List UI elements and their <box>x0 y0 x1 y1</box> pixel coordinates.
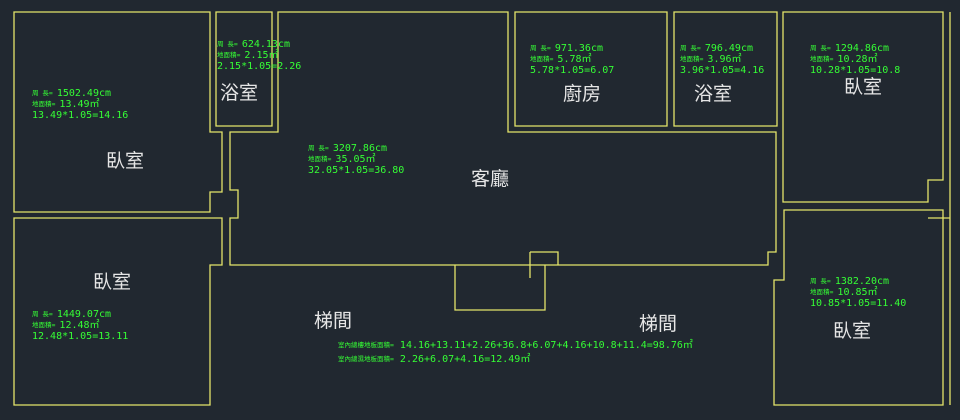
calc-value: 32.05*1.05=36.80 <box>308 165 405 176</box>
calc-value: 5.78*1.05=6.07 <box>530 65 615 76</box>
room-label-kitchen: 廚房 <box>563 83 602 105</box>
summary-total-label: 室內總樓地板面積= <box>338 341 394 349</box>
perimeter-tag: 周 長= <box>530 44 551 52</box>
perimeter-value: 3207.86cm <box>332 143 388 154</box>
perimeter-value: 624.13cm <box>241 39 290 50</box>
room-label-bath-w: 浴室 <box>220 82 259 104</box>
calc-value: 10.85*1.05=11.40 <box>810 298 907 309</box>
summary-wet-value: 2.26+6.07+4.16=12.49㎡ <box>399 354 531 365</box>
perimeter-value: 1502.49cm <box>56 88 112 99</box>
area-value: 10.85㎡ <box>837 287 878 298</box>
perimeter-tag: 周 長= <box>680 44 701 52</box>
area-tag: 地面積= <box>680 55 704 63</box>
perimeter-tag: 周 長= <box>217 40 238 48</box>
wall-living <box>229 11 777 266</box>
perimeter-value: 1382.20cm <box>834 276 890 287</box>
calc-value: 13.49*1.05=14.16 <box>32 110 129 121</box>
room-label-bedroom-sw: 臥室 <box>93 271 132 293</box>
calc-value: 3.96*1.05=4.16 <box>680 65 765 76</box>
area-value: 12.48㎡ <box>59 320 100 331</box>
perimeter-value: 971.36cm <box>554 43 603 54</box>
room-label-living: 客廳 <box>471 168 510 190</box>
measure-bedroom-nw: 周 長=1502.49cm 地面積=13.49㎡ 13.49*1.05=14.1… <box>32 88 128 121</box>
area-value: 10.28㎡ <box>837 54 878 65</box>
area-tag: 地面積= <box>32 321 56 329</box>
area-tag: 地面積= <box>810 288 834 296</box>
area-value: 35.05㎡ <box>335 154 376 165</box>
perimeter-tag: 周 長= <box>32 310 53 318</box>
wall-bedroom-se <box>773 209 944 406</box>
wall-bedroom-ne <box>782 11 944 203</box>
perimeter-tag: 周 長= <box>308 144 329 152</box>
area-value: 2.15㎡ <box>244 50 279 61</box>
room-label-bath-e: 浴室 <box>694 83 733 105</box>
summary-total: 室內總樓地板面積= 14.16+13.11+2.26+36.8+6.07+4.16… <box>338 339 693 352</box>
perimeter-tag: 周 長= <box>810 44 831 52</box>
room-label-bedroom-ne: 臥室 <box>844 76 883 98</box>
summary-wet: 室內總濕地板面積= 2.26+6.07+4.16=12.49㎡ <box>338 353 530 366</box>
room-label-bedroom-se: 臥室 <box>833 320 872 342</box>
wall-kitchen <box>514 11 668 127</box>
perimeter-value: 1449.07cm <box>56 309 112 320</box>
measure-bedroom-ne: 周 長=1294.86cm 地面積=10.28㎡ 10.28*1.05=10.8 <box>810 43 900 76</box>
summary-wet-label: 室內總濕地板面積= <box>338 355 394 363</box>
room-label-stair-e: 梯間 <box>639 313 678 335</box>
wall-outer-right <box>928 12 951 405</box>
wall-bedroom-sw <box>13 217 223 406</box>
area-value: 5.78㎡ <box>557 54 592 65</box>
area-tag: 地面積= <box>217 51 241 59</box>
room-label-bedroom-nw: 臥室 <box>106 150 145 172</box>
calc-value: 2.15*1.05=2.26 <box>217 61 302 72</box>
summary-total-value: 14.16+13.11+2.26+36.8+6.07+4.16+10.8+11.… <box>399 340 693 351</box>
perimeter-value: 796.49cm <box>704 43 753 54</box>
perimeter-tag: 周 長= <box>810 277 831 285</box>
calc-value: 12.48*1.05=13.11 <box>32 331 129 342</box>
wall-bath-e <box>673 11 778 127</box>
calc-value: 10.28*1.05=10.8 <box>810 65 901 76</box>
measure-kitchen: 周 長=971.36cm 地面積=5.78㎡ 5.78*1.05=6.07 <box>530 43 614 76</box>
perimeter-tag: 周 長= <box>32 89 53 97</box>
wall-bedroom-nw <box>13 11 223 213</box>
measure-living: 周 長=3207.86cm 地面積=35.05㎡ 32.05*1.05=36.8… <box>308 143 404 176</box>
area-tag: 地面積= <box>530 55 554 63</box>
area-value: 13.49㎡ <box>59 99 100 110</box>
measure-bath-e: 周 長=796.49cm 地面積=3.96㎡ 3.96*1.05=4.16 <box>680 43 764 76</box>
measure-bath-w: 周 長=624.13cm 地面積=2.15㎡ 2.15*1.05=2.26 <box>217 39 301 72</box>
perimeter-value: 1294.86cm <box>834 43 890 54</box>
area-tag: 地面積= <box>32 100 56 108</box>
wall-bath-w <box>215 11 273 127</box>
area-value: 3.96㎡ <box>707 54 742 65</box>
area-tag: 地面積= <box>810 55 834 63</box>
area-tag: 地面積= <box>308 155 332 163</box>
room-label-stair-w: 梯間 <box>314 310 353 332</box>
measure-bedroom-se: 周 長=1382.20cm 地面積=10.85㎡ 10.85*1.05=11.4… <box>810 276 906 309</box>
wall-stair-notch <box>454 251 559 311</box>
measure-bedroom-sw: 周 長=1449.07cm 地面積=12.48㎡ 12.48*1.05=13.1… <box>32 309 128 342</box>
